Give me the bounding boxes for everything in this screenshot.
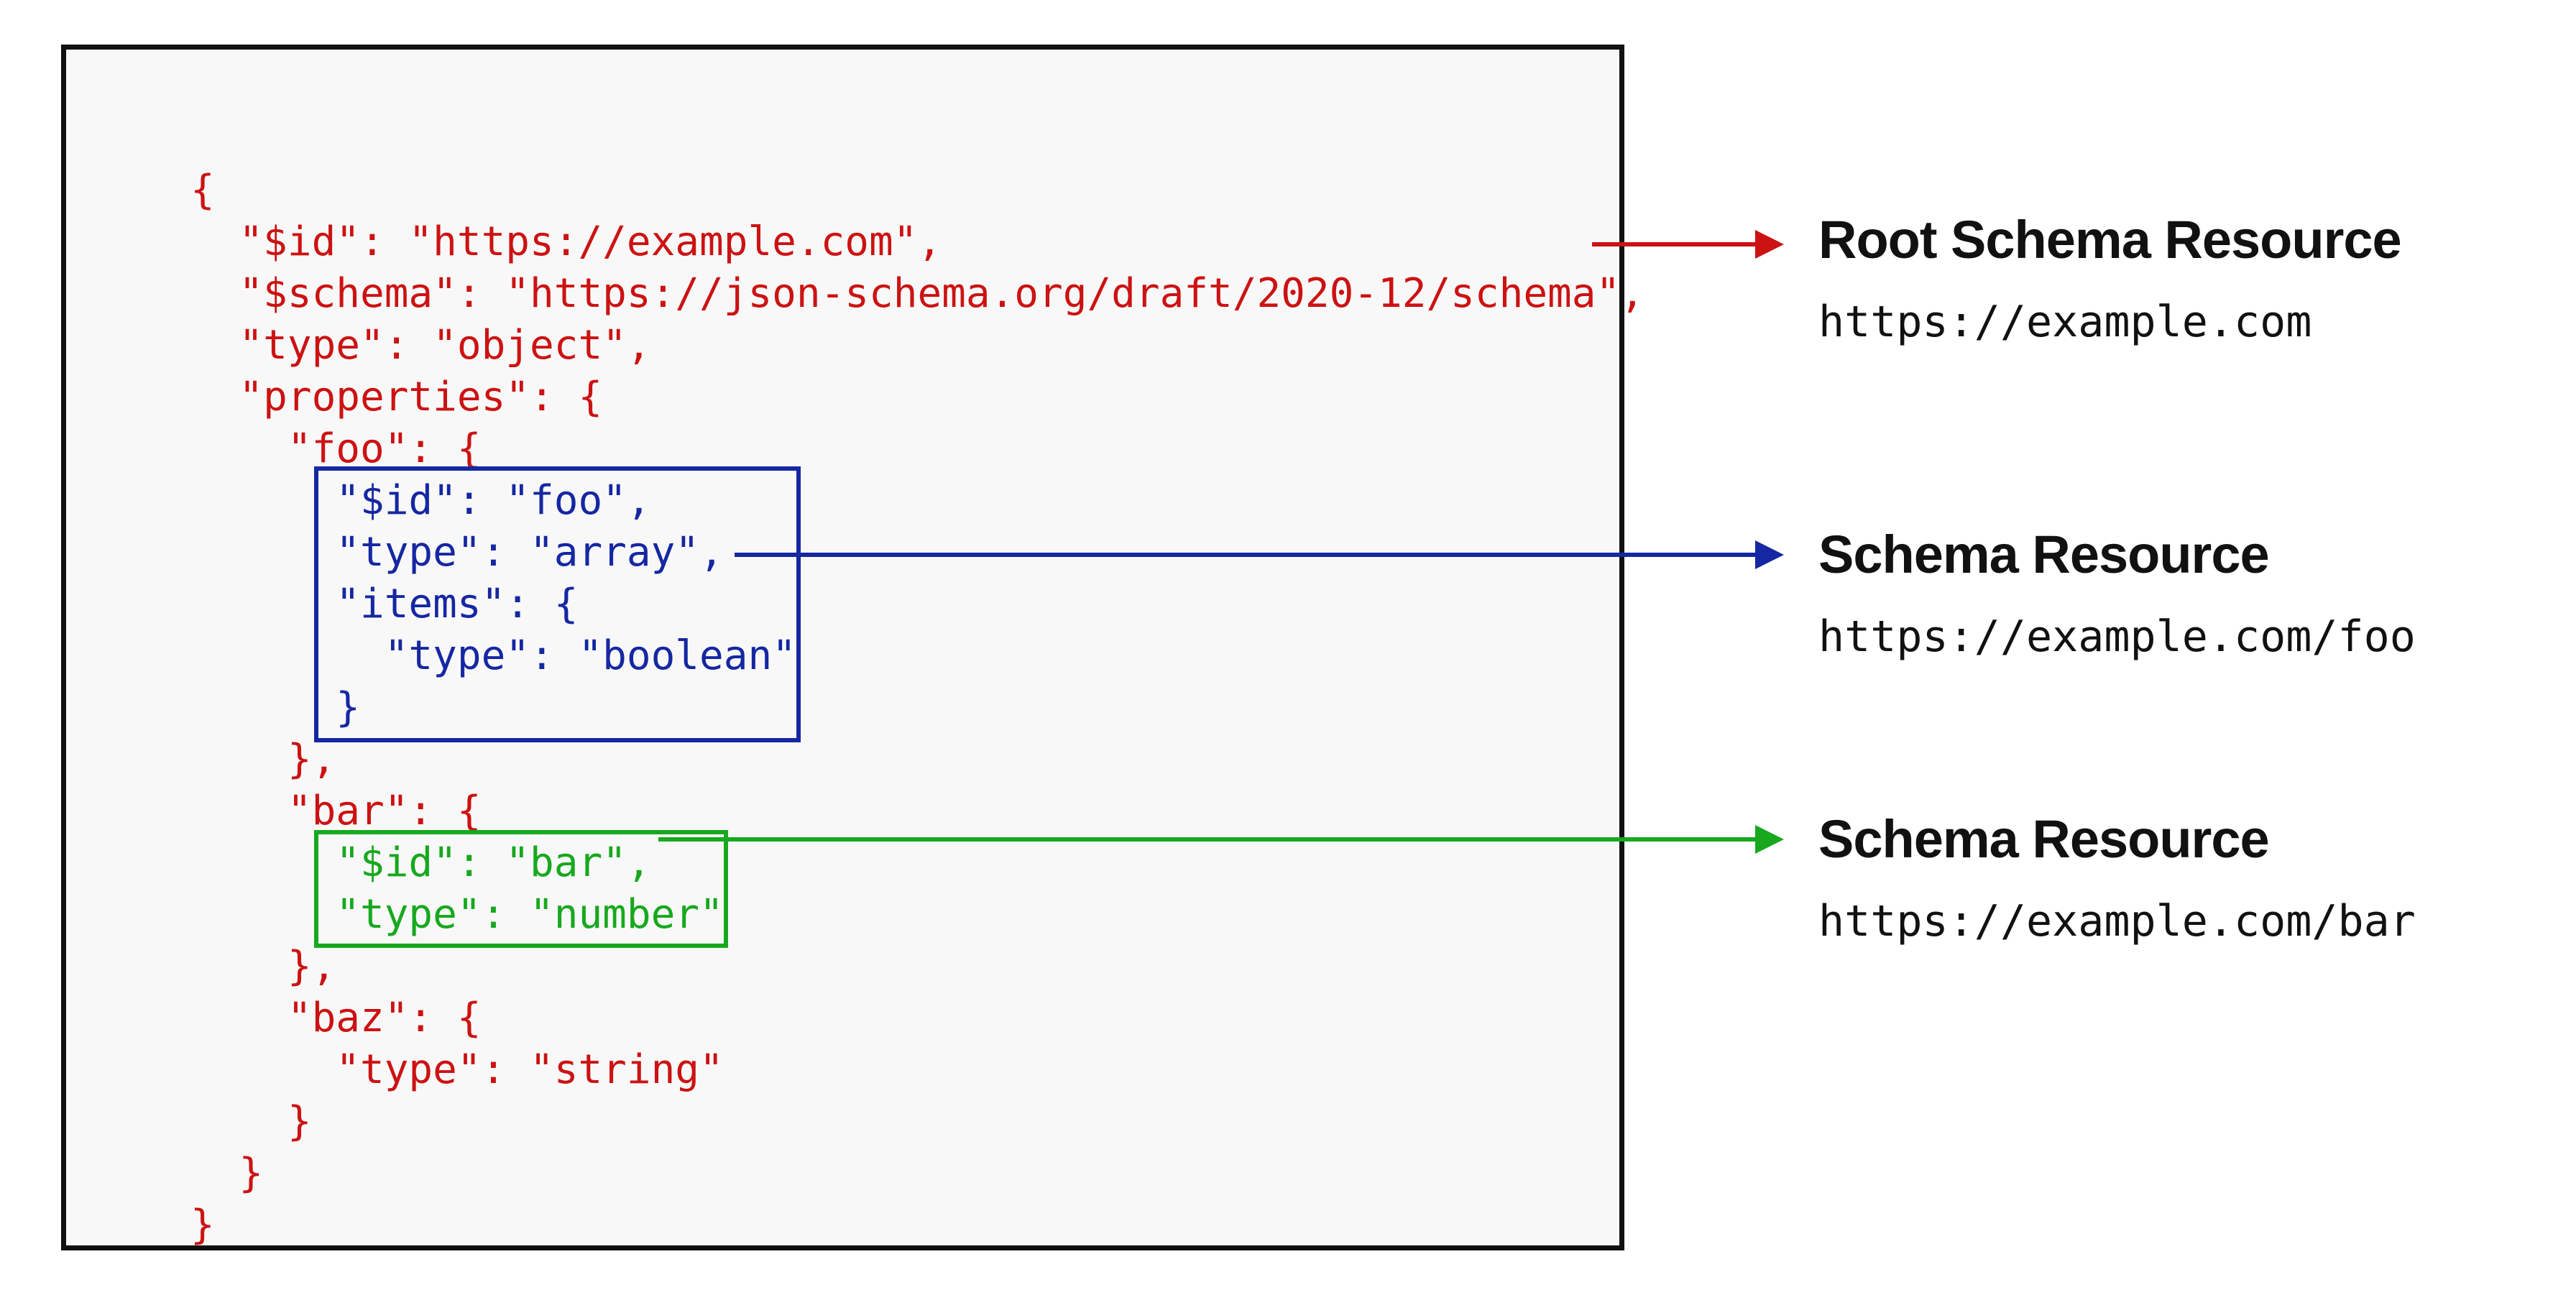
code-line: } [190, 1098, 312, 1145]
annotation-foo-schema-resource: Schema Resource https://example.com/foo [1818, 525, 2416, 664]
code-line: "$id": "bar", [190, 839, 651, 886]
code-line: "bar": { [190, 788, 482, 834]
arrowhead-icon [1755, 540, 1784, 569]
code-line: "type": "object", [190, 322, 651, 369]
code-line: }, [190, 943, 336, 990]
arrow-shaft [735, 553, 1755, 557]
arrow-root-schema [1592, 230, 1784, 259]
code-line: "$schema": "https://json-schema.org/draf… [190, 270, 1644, 317]
code-line: "type": "number" [190, 891, 724, 938]
annotation-title: Schema Resource [1818, 809, 2270, 869]
code-line: "$id": "https://example.com", [190, 218, 942, 265]
json-document-panel: { "$id": "https://example.com", "$schema… [61, 45, 1644, 1250]
code-line: "$id": "foo", [190, 477, 651, 524]
code-line: "properties": { [190, 374, 603, 420]
arrow-shaft [1592, 242, 1755, 246]
annotation-bar-schema-resource: Schema Resource https://example.com/bar [1818, 809, 2416, 949]
annotation-root-schema-resource: Root Schema Resource https://example.com [1818, 210, 2402, 349]
code-line: "baz": { [190, 995, 482, 1041]
code-line: } [190, 684, 361, 731]
arrow-shaft [658, 837, 1755, 842]
annotation-title: Schema Resource [1818, 525, 2270, 584]
json-code-block: { "$id": "https://example.com", "$schema… [190, 165, 1644, 1251]
code-line: "foo": { [190, 425, 482, 472]
code-line: { [190, 167, 215, 213]
schema-resource-outline-foo [314, 466, 801, 742]
arrowhead-icon [1755, 230, 1784, 259]
code-line: "type": "boolean" [190, 632, 796, 679]
code-line: "type": "string" [190, 1046, 724, 1093]
code-line: }, [190, 736, 336, 783]
code-line: "items": { [190, 581, 579, 627]
annotation-title: Root Schema Resource [1818, 210, 2402, 269]
code-line: "type": "array", [190, 529, 724, 576]
annotation-uri: https://example.com/bar [1818, 896, 2416, 946]
annotation-uri: https://example.com [1818, 297, 2312, 347]
arrowhead-icon [1755, 825, 1784, 854]
schema-resource-outline-bar [314, 830, 728, 948]
code-line: } [190, 1202, 215, 1248]
arrow-foo-schema [735, 540, 1784, 569]
arrow-bar-schema [658, 825, 1784, 854]
code-line: } [190, 1150, 264, 1197]
annotation-uri: https://example.com/foo [1818, 612, 2416, 662]
